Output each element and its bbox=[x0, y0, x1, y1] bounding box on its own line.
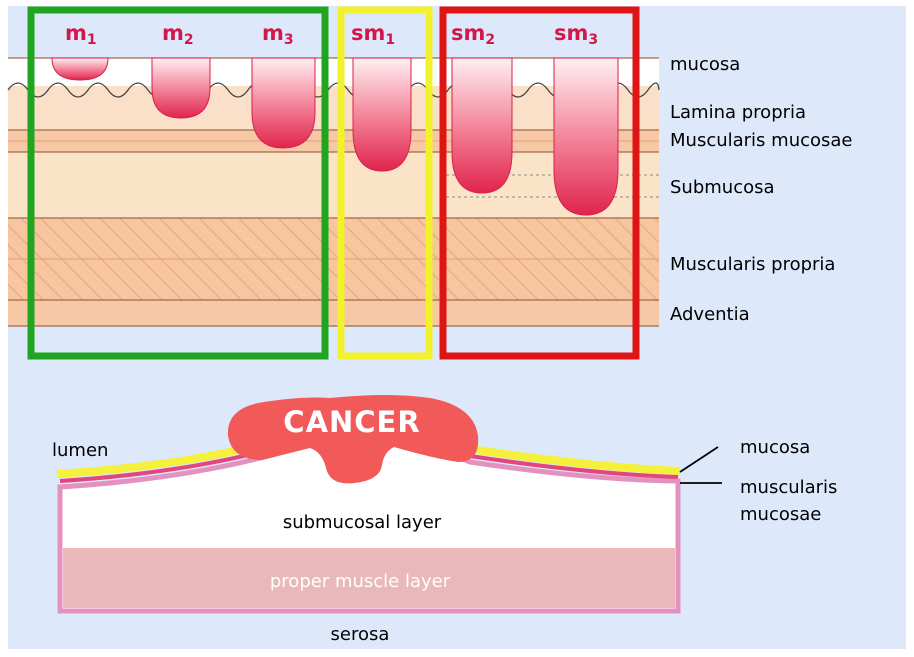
label-proper-muscle-layer: proper muscle layer bbox=[270, 571, 451, 592]
label-adventia: Adventia bbox=[670, 304, 750, 325]
label-muscularis-mucosae: Muscularis mucosae bbox=[670, 130, 853, 151]
label-submucosa: Submucosa bbox=[670, 177, 775, 198]
label-submucosal-layer: submucosal layer bbox=[283, 512, 442, 533]
label-bottom-mucosae: mucosae bbox=[740, 504, 821, 525]
label-mucosa: mucosa bbox=[670, 54, 740, 75]
tumor-sm3 bbox=[554, 58, 618, 215]
tumor-m3 bbox=[252, 58, 315, 148]
tumor-sm2 bbox=[452, 58, 512, 193]
cancer-label: CANCER bbox=[283, 405, 420, 439]
label-serosa: serosa bbox=[331, 624, 390, 645]
label-bottom-muscularis: muscularis bbox=[740, 477, 837, 498]
label-lumen: lumen bbox=[52, 440, 108, 461]
tumor-sm1 bbox=[353, 58, 411, 171]
tumor-m2 bbox=[152, 58, 210, 118]
label-bottom-mucosa: mucosa bbox=[740, 437, 810, 458]
adventia-band bbox=[8, 300, 659, 326]
label-muscularis-propria: Muscularis propria bbox=[670, 254, 835, 275]
label-lamina-propria: Lamina propria bbox=[670, 102, 806, 123]
